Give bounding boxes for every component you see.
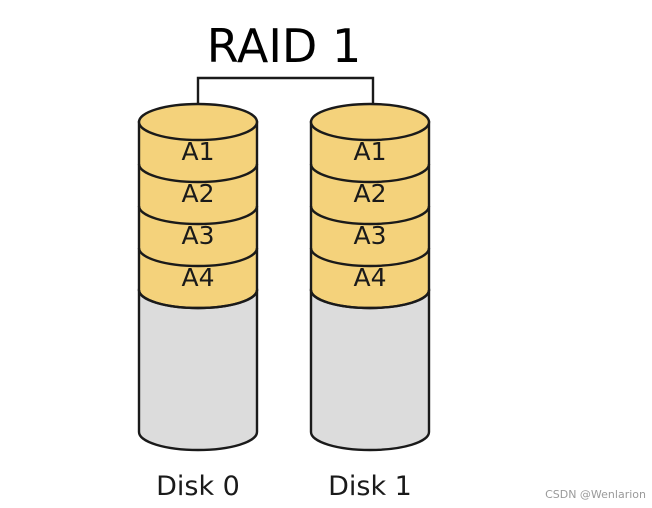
block-separator: [309, 163, 431, 184]
diagram-title: RAID 1: [207, 19, 361, 73]
block-separator: [309, 289, 431, 310]
disk-top-cap: [309, 102, 431, 142]
data-block-label: A3: [181, 221, 214, 250]
block-separator: [137, 247, 259, 268]
disk-label: Disk 1: [328, 471, 412, 502]
data-block-label: A2: [181, 179, 214, 208]
disk-empty-space: [309, 288, 431, 452]
block-separator: [309, 205, 431, 226]
mirror-connector: [196, 76, 375, 118]
block-separator: [137, 289, 259, 310]
data-block-label: A4: [181, 263, 214, 292]
data-block-label: A1: [353, 137, 386, 166]
disk-empty-space: [137, 288, 259, 452]
data-block-label: A2: [353, 179, 386, 208]
watermark: CSDN @Wenlarion: [545, 488, 646, 501]
disk-label: Disk 0: [156, 471, 240, 502]
disk-top-cap: [137, 102, 259, 142]
block-separator: [137, 163, 259, 184]
data-block-label: A3: [353, 221, 386, 250]
block-separator: [309, 247, 431, 268]
block-separator: [137, 205, 259, 226]
data-block-label: A4: [353, 263, 386, 292]
data-block-label: A1: [181, 137, 214, 166]
